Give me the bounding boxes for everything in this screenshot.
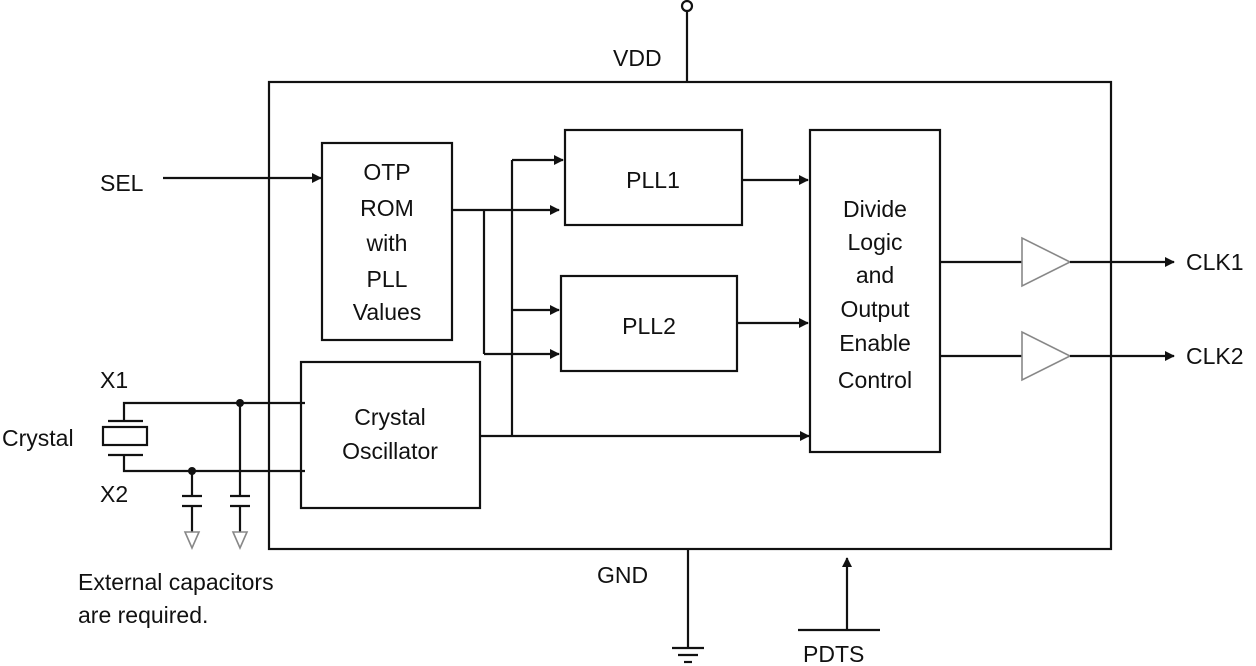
divide-line: Output <box>840 296 910 322</box>
pll2-label: PLL2 <box>622 313 676 339</box>
otp-line: OTP <box>363 159 410 185</box>
divide-line: Logic <box>848 229 903 255</box>
pll1-label: PLL1 <box>626 167 680 193</box>
divide-logic-block <box>808 128 942 454</box>
crystal-label: Crystal <box>2 425 74 451</box>
clk2-label: CLK2 <box>1186 343 1244 369</box>
otp-line: Values <box>353 299 422 325</box>
divide-line: and <box>856 262 894 288</box>
divide-line: Control <box>838 367 912 393</box>
pll1-block <box>563 128 744 227</box>
clk1-output <box>940 236 1175 288</box>
buffer-icon <box>1021 330 1072 382</box>
osc-wiring <box>480 155 810 441</box>
chip-outline <box>267 80 1113 551</box>
vdd-label: VDD <box>613 45 662 71</box>
divide-text: Divide Logic and Output Enable Control <box>838 196 912 393</box>
capacitor-icon <box>230 399 250 550</box>
pdts-label: PDTS <box>803 641 864 666</box>
ground-icon <box>672 549 704 664</box>
note-line: External capacitors <box>78 569 274 595</box>
divide-line: Enable <box>839 330 911 356</box>
otp-wiring <box>452 205 560 359</box>
otp-line: PLL <box>367 266 408 292</box>
otp-rom-block <box>320 141 454 342</box>
gnd-label: GND <box>597 562 648 588</box>
clk1-label: CLK1 <box>1186 249 1244 275</box>
capacitor-icon <box>182 467 202 550</box>
note-line: are required. <box>78 602 208 628</box>
clk2-output <box>940 330 1175 382</box>
divide-line: Divide <box>843 196 907 222</box>
osc-line: Crystal <box>354 404 426 430</box>
crystal-oscillator-block <box>299 360 482 510</box>
otp-rom-text: OTP ROM with PLL Values <box>353 159 422 325</box>
crystal-icon <box>101 401 305 473</box>
otp-line: with <box>366 230 408 256</box>
otp-line: ROM <box>360 195 414 221</box>
x2-label: X2 <box>100 481 128 507</box>
x1-label: X1 <box>100 367 128 393</box>
osc-line: Oscillator <box>342 438 438 464</box>
sel-label: SEL <box>100 170 144 196</box>
buffer-icon <box>1021 236 1072 288</box>
vdd-terminal <box>680 0 694 13</box>
